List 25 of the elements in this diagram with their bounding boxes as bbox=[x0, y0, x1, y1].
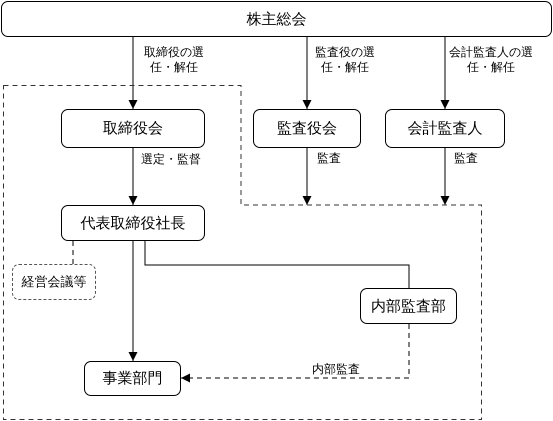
process-box bbox=[253, 109, 361, 148]
node-label: 経営会議等 bbox=[22, 274, 86, 291]
node-label: 取締役会 bbox=[103, 119, 163, 138]
arrow bbox=[128, 36, 138, 110]
process-box bbox=[1, 1, 552, 37]
node-label: 会計監査人 bbox=[408, 119, 482, 138]
process-box bbox=[385, 109, 505, 148]
arrow bbox=[440, 148, 450, 206]
process-box bbox=[12, 264, 96, 300]
arrow bbox=[302, 36, 312, 110]
process-box bbox=[61, 109, 205, 148]
node-label: 内部監査部 bbox=[371, 296, 446, 316]
arrow bbox=[128, 240, 138, 362]
edge-label: 会計監査人の選任・解任 bbox=[449, 45, 533, 75]
node-label: 代表取締役社長 bbox=[80, 214, 186, 232]
node-label: 株主総会 bbox=[246, 10, 306, 28]
arrow bbox=[180, 324, 410, 382]
arrow bbox=[128, 148, 138, 206]
process-box bbox=[360, 288, 457, 324]
arrow bbox=[302, 148, 312, 206]
node-label: 監査役会 bbox=[277, 119, 337, 138]
arrow bbox=[440, 36, 450, 110]
process-box bbox=[84, 361, 181, 396]
node-label: 事業部門 bbox=[102, 369, 162, 388]
process-box bbox=[61, 205, 205, 241]
